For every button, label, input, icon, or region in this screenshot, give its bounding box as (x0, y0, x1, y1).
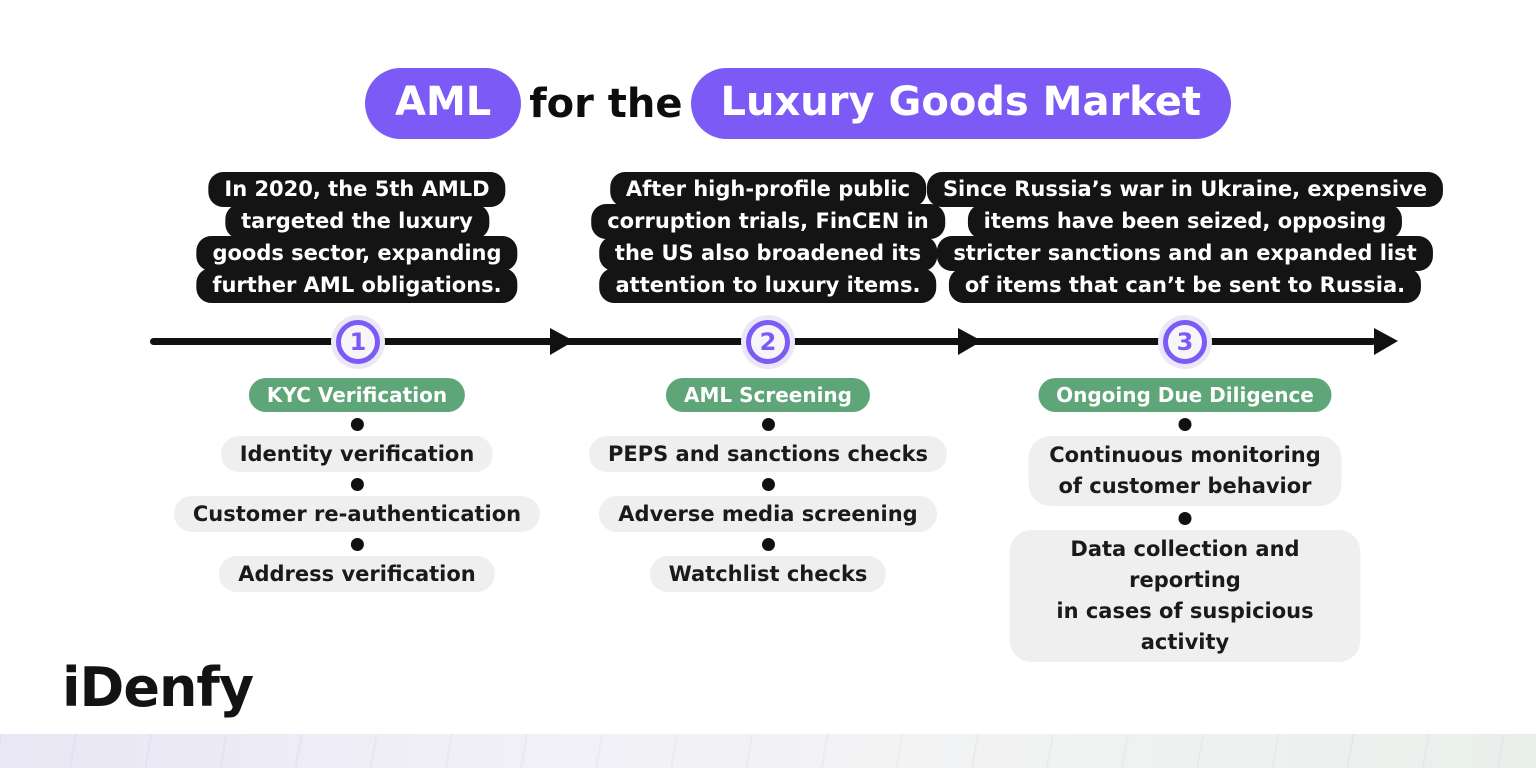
connector-dot (1178, 418, 1192, 431)
status-badge: AML Screening (665, 378, 870, 412)
connector-dot (761, 478, 775, 491)
bubble-line: After high-profile public (609, 172, 927, 207)
connector-dot (761, 418, 775, 431)
connector-dot (350, 418, 364, 431)
idenfy-logo: iDenfy (62, 656, 254, 719)
column-ongoing-due-diligence: Ongoing Due Diligence Continuous monitor… (1009, 378, 1361, 662)
list-item: Address verification (219, 556, 495, 592)
bottom-gradient-strip (0, 734, 1536, 768)
bubble-line: Since Russia’s war in Ukraine, expensive (926, 172, 1444, 207)
bubble-line: of items that can’t be sent to Russia. (948, 268, 1422, 303)
speech-bubble-step3: Since Russia’s war in Ukraine, expensive… (926, 172, 1444, 303)
list-item: Customer re-authentication (173, 496, 541, 532)
bubble-line: the US also broadened its (598, 236, 938, 271)
timeline-step-3-marker: 3 (1158, 315, 1212, 369)
list-item: Data collection and reporting in cases o… (1009, 530, 1361, 662)
bubble-line: further AML obligations. (196, 268, 518, 303)
step-number: 3 (1163, 320, 1207, 364)
list-item: PEPS and sanctions checks (588, 436, 948, 472)
timeline-arrow-icon (550, 328, 574, 355)
connector-dot (350, 538, 364, 551)
step-number: 1 (336, 320, 380, 364)
list-item: Watchlist checks (649, 556, 887, 592)
timeline-arrow-icon (1374, 328, 1398, 355)
bubble-line: goods sector, expanding (196, 236, 518, 271)
title-pill-luxury-goods-market: Luxury Goods Market (690, 68, 1231, 139)
connector-dot (1178, 512, 1192, 525)
column-kyc-verification: KYC Verification Identity verification C… (173, 378, 541, 592)
bubble-line: targeted the luxury (225, 204, 489, 239)
speech-bubble-step1: In 2020, the 5th AMLD targeted the luxur… (196, 172, 518, 303)
timeline-step-1-marker: 1 (331, 315, 385, 369)
timeline-step-2-marker: 2 (741, 315, 795, 369)
bubble-line: corruption trials, FinCEN in (591, 204, 945, 239)
status-badge: KYC Verification (248, 378, 466, 412)
list-item: Continuous monitoring of customer behavi… (1028, 436, 1342, 506)
column-aml-screening: AML Screening PEPS and sanctions checks … (588, 378, 948, 592)
timeline-arrow-icon (958, 328, 982, 355)
bubble-line: attention to luxury items. (599, 268, 937, 303)
connector-dot (350, 478, 364, 491)
page-title: AML for the Luxury Goods Market (30, 68, 1536, 139)
connector-dot (761, 538, 775, 551)
title-connector: for the (529, 80, 683, 127)
bubble-line: stricter sanctions and an expanded list (937, 236, 1433, 271)
step-number: 2 (746, 320, 790, 364)
status-badge: Ongoing Due Diligence (1038, 378, 1332, 412)
title-pill-aml: AML (365, 68, 522, 139)
list-item: Identity verification (220, 436, 494, 472)
bubble-line: items have been seized, opposing (967, 204, 1403, 239)
bubble-line: In 2020, the 5th AMLD (208, 172, 506, 207)
speech-bubble-step2: After high-profile public corruption tri… (591, 172, 945, 303)
list-item: Adverse media screening (599, 496, 937, 532)
